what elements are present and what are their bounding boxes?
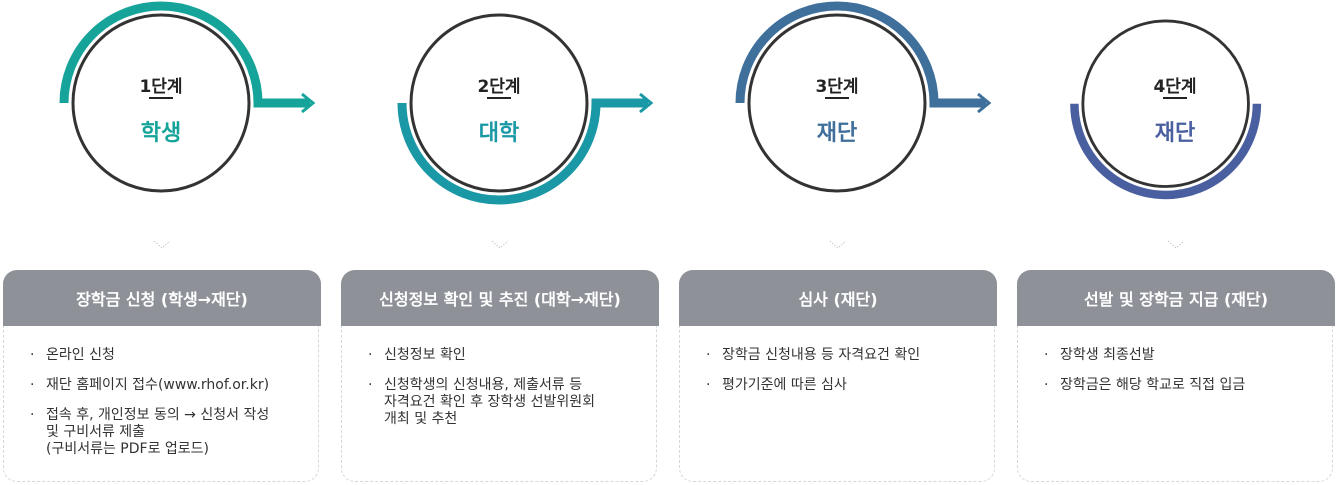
list-item: 신청학생의 신청내용, 제출서류 등 자격요건 확인 후 장학생 선발위원회 개…: [368, 377, 638, 428]
step-2-actor: 대학: [478, 121, 520, 146]
chevron-down-icon: [1167, 240, 1185, 249]
step-2: 2단계 대학 신청정보 확인 및 추진 (대학→재단) 신청정보 확인 신청학생…: [341, 0, 659, 485]
step-4-card-title: 선발 및 장학금 지급 (재단): [1017, 270, 1335, 326]
step-3-card: 심사 (재단) 장학금 신청내용 등 자격요건 확인 평가기준에 따른 심사: [679, 270, 997, 482]
step-3-card-title: 심사 (재단): [679, 270, 997, 326]
step-1-actor: 학생: [140, 121, 182, 146]
step-2-ring-arrow-icon: [397, 13, 654, 205]
step-4: 4단계 재단 선발 및 장학금 지급 (재단) 장학생 최종선발 장학금은 해당…: [1017, 0, 1335, 485]
step-3-label: 3단계: [815, 77, 859, 97]
step-1-ring-arrow-icon: [59, 1, 316, 193]
step-3-underline: [825, 97, 849, 99]
step-1: 1단계 학생 장학금 신청 (학생→재단) 온라인 신청 재단 홈페이지 접수(…: [3, 0, 321, 485]
step-4-card: 선발 및 장학금 지급 (재단) 장학생 최종선발 장학금은 해당 학교로 직접…: [1017, 270, 1335, 482]
step-2-label: 2단계: [477, 77, 521, 97]
list-item: 접속 후, 개인정보 동의 → 신청서 작성 및 구비서류 제출 (구비서류는 …: [30, 407, 300, 458]
step-4-item-list: 장학생 최종선발 장학금은 해당 학교로 직접 입금: [1044, 347, 1314, 407]
list-item: 신청정보 확인: [368, 347, 638, 364]
step-1-card-title: 장학금 신청 (학생→재단): [3, 270, 321, 326]
list-item: 장학금 신청내용 등 자격요건 확인: [706, 347, 976, 364]
step-3-actor: 재단: [816, 121, 858, 146]
step-4-label: 4단계: [1153, 77, 1197, 97]
step-1-item-list: 온라인 신청 재단 홈페이지 접수(www.rhof.or.kr) 접속 후, …: [30, 347, 300, 471]
list-item: 장학생 최종선발: [1044, 347, 1314, 364]
step-4-actor: 재단: [1154, 121, 1196, 146]
chevron-down-icon: [153, 240, 171, 249]
list-item: 재단 홈페이지 접수(www.rhof.or.kr): [30, 377, 300, 394]
list-item: 평가기준에 따른 심사: [706, 377, 976, 394]
chevron-down-icon: [829, 240, 847, 249]
step-2-card-title: 신청정보 확인 및 추진 (대학→재단): [341, 270, 659, 326]
list-item: 온라인 신청: [30, 347, 300, 364]
step-1-card: 장학금 신청 (학생→재단) 온라인 신청 재단 홈페이지 접수(www.rho…: [3, 270, 321, 482]
chevron-down-icon: [491, 240, 509, 249]
step-2-card: 신청정보 확인 및 추진 (대학→재단) 신청정보 확인 신청학생의 신청내용,…: [341, 270, 659, 482]
step-4-underline: [1163, 97, 1187, 99]
step-3-item-list: 장학금 신청내용 등 자격요건 확인 평가기준에 따른 심사: [706, 347, 976, 407]
list-item: 장학금은 해당 학교로 직접 입금: [1044, 377, 1314, 394]
step-4-ring-arc-icon: [1070, 19, 1262, 200]
step-3-ring-arrow-icon: [735, 1, 992, 193]
step-1-underline: [149, 97, 173, 99]
step-3: 3단계 재단 심사 (재단) 장학금 신청내용 등 자격요건 확인 평가기준에 …: [679, 0, 997, 485]
step-2-underline: [487, 97, 511, 99]
step-2-item-list: 신청정보 확인 신청학생의 신청내용, 제출서류 등 자격요건 확인 후 장학생…: [368, 347, 638, 441]
step-1-label: 1단계: [139, 77, 183, 97]
